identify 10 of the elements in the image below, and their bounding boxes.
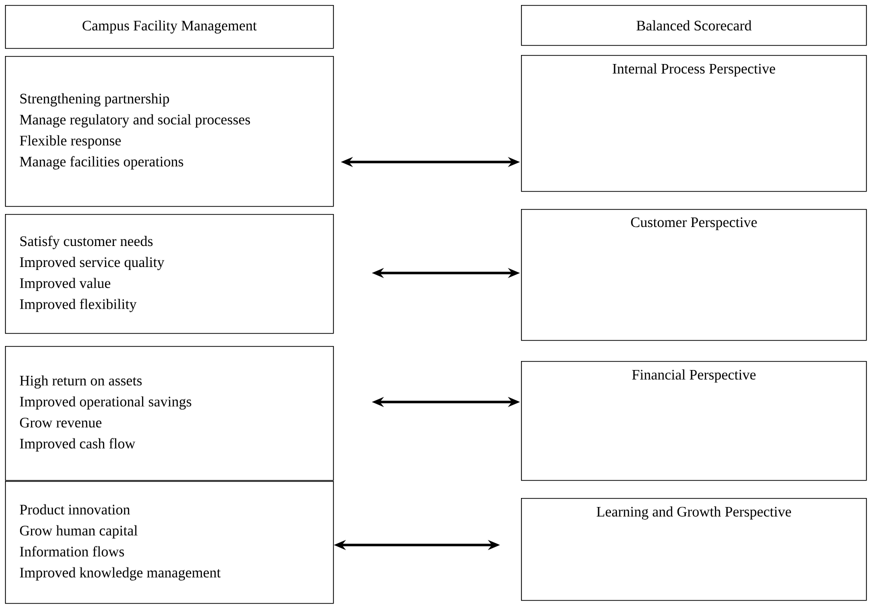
- header-box: Campus Facility Management: [5, 5, 334, 49]
- perspective-box: Learning and Growth Perspective: [521, 498, 867, 601]
- objectives-box: Satisfy customer needs Improved service quality Improved value Improved flexibility: [5, 214, 334, 334]
- perspective-box: Customer Perspective: [521, 209, 867, 341]
- perspective-box: Internal Process Perspective: [521, 55, 867, 192]
- objectives-box: Strengthening partnership Manage regulatory and social processes Flexible response Manage facilities operations: [5, 56, 334, 207]
- perspective-box: Financial Perspective: [521, 361, 867, 481]
- header-box: Balanced Scorecard: [521, 5, 867, 46]
- objectives-box: Product innovation Grow human capital Information flows Improved knowledge management: [5, 481, 334, 604]
- objectives-box: High return on assets Improved operational savings Grow revenue Improved cash flow: [5, 346, 334, 481]
